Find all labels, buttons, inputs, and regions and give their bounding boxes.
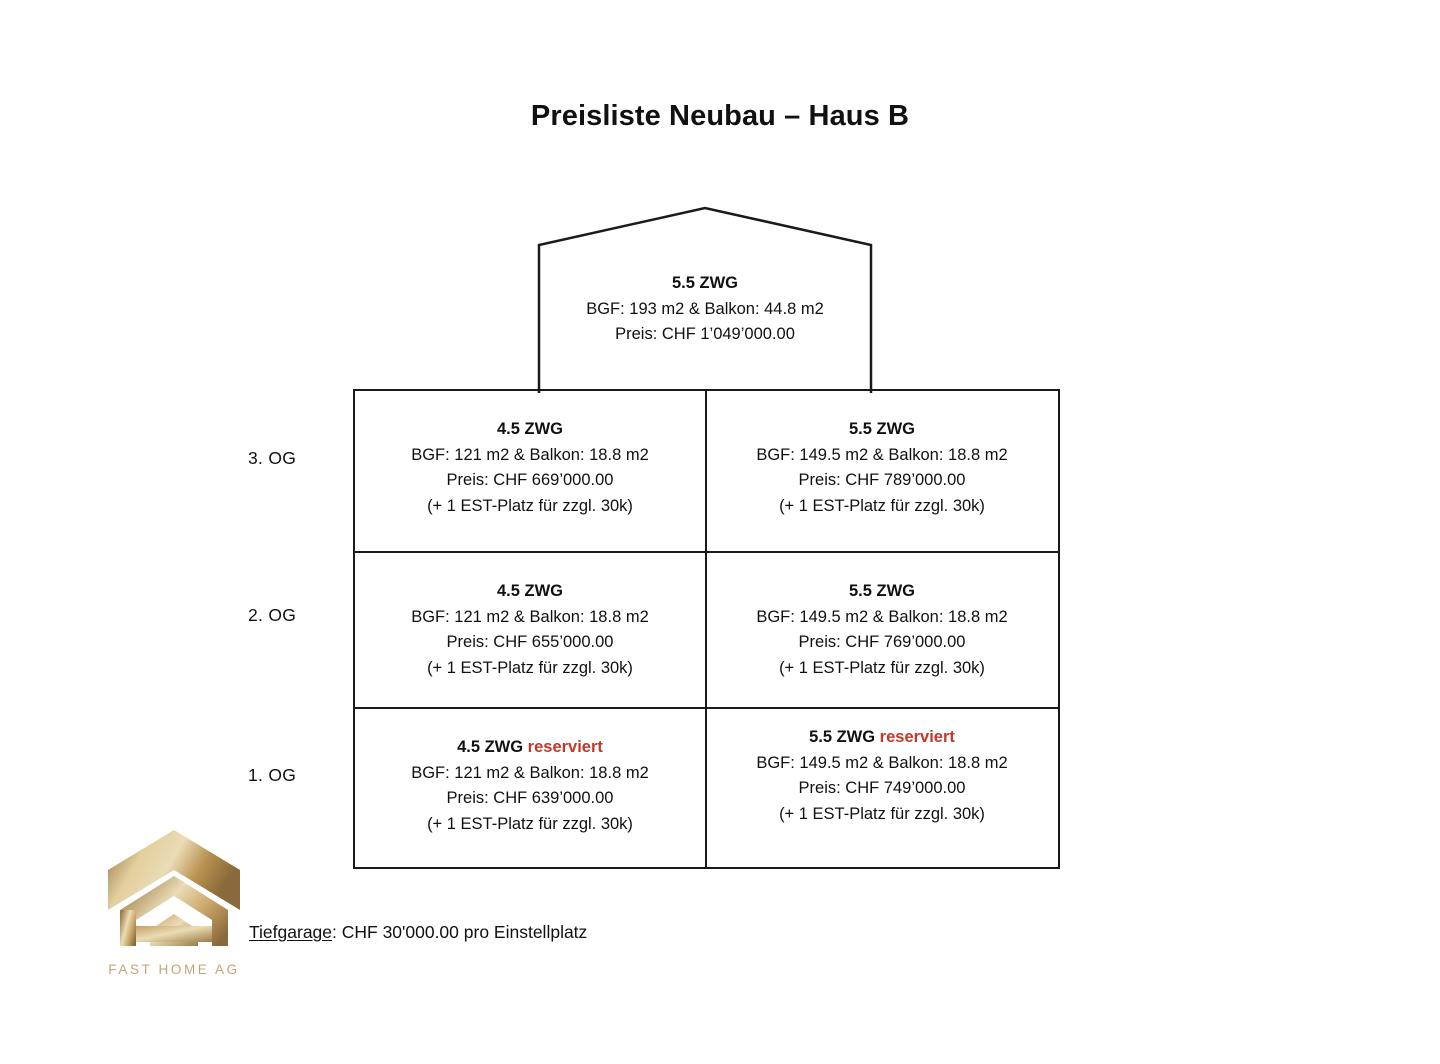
reserved-badge: reserviert [879, 728, 955, 746]
unit-area: BGF: 121 m2 & Balkon: 18.8 m2 [411, 763, 649, 782]
unit-price: Preis: CHF 749’000.00 [798, 779, 966, 797]
unit-area: BGF: 149.5 m2 & Balkon: 18.8 m2 [756, 607, 1008, 626]
garage-footnote-label: Tiefgarage [249, 922, 333, 942]
unit-parking-note: (+ 1 EST-Platz für zzgl. 30k) [779, 804, 985, 823]
unit-title-row: 5.5 ZWG [707, 579, 1057, 605]
floor-label-3og: 3. OG [248, 448, 297, 468]
logo-wordmark: FAST HOME AG [108, 962, 240, 977]
garage-footnote: Tiefgarage: CHF 30'000.00 pro Einstellpl… [249, 922, 587, 943]
unit-area: BGF: 149.5 m2 & Balkon: 18.8 m2 [756, 445, 1008, 464]
unit-title-row: 5.5 ZWG [707, 417, 1057, 443]
unit-price: Preis: CHF 639’000.00 [446, 789, 614, 807]
floor-label-1og: 1. OG [248, 765, 297, 785]
floor-row-3og: 4.5 ZWG BGF: 121 m2 & Balkon: 18.8 m2 Pr… [355, 391, 1058, 553]
attic-unit-text: 5.5 ZWG BGF: 193 m2 & Balkon: 44.8 m2 Pr… [536, 271, 874, 348]
unit-cell-3og-left[interactable]: 4.5 ZWG BGF: 121 m2 & Balkon: 18.8 m2 Pr… [355, 391, 707, 551]
unit-title: 5.5 ZWG [848, 582, 915, 600]
garage-footnote-value: : CHF 30'000.00 pro Einstellplatz [332, 922, 588, 942]
unit-price: Preis: CHF 669’000.00 [446, 471, 614, 489]
floor-row-2og: 4.5 ZWG BGF: 121 m2 & Balkon: 18.8 m2 Pr… [355, 553, 1058, 709]
floor-label-2og: 2. OG [248, 605, 297, 625]
attic-unit-price: Preis: CHF 1’049’000.00 [615, 325, 795, 343]
unit-parking-note: (+ 1 EST-Platz für zzgl. 30k) [779, 658, 985, 677]
unit-title-row: 5.5 ZWG reserviert [707, 725, 1057, 751]
company-logo: FAST HOME AG [104, 826, 244, 986]
attic-unit-title: 5.5 ZWG [671, 274, 738, 292]
unit-parking-note: (+ 1 EST-Platz für zzgl. 30k) [427, 814, 633, 833]
roof-outline-shape [537, 206, 873, 393]
attic-unit-area: BGF: 193 m2 & Balkon: 44.8 m2 [586, 299, 824, 318]
page-title: Preisliste Neubau – Haus B [530, 100, 910, 132]
unit-cell-2og-right[interactable]: 5.5 ZWG BGF: 149.5 m2 & Balkon: 18.8 m2 … [707, 553, 1057, 707]
unit-cell-1og-left[interactable]: 4.5 ZWG reserviert BGF: 121 m2 & Balkon:… [355, 709, 707, 868]
unit-price: Preis: CHF 789’000.00 [798, 471, 966, 489]
floor-row-1og: 4.5 ZWG reserviert BGF: 121 m2 & Balkon:… [355, 709, 1058, 868]
unit-area: BGF: 149.5 m2 & Balkon: 18.8 m2 [756, 753, 1008, 772]
unit-price: Preis: CHF 655’000.00 [446, 633, 614, 651]
unit-title: 4.5 ZWG [457, 738, 528, 756]
unit-cell-2og-left[interactable]: 4.5 ZWG BGF: 121 m2 & Balkon: 18.8 m2 Pr… [355, 553, 707, 707]
unit-area: BGF: 121 m2 & Balkon: 18.8 m2 [411, 607, 649, 626]
unit-title: 5.5 ZWG [809, 728, 880, 746]
reserved-badge: reserviert [527, 738, 603, 756]
unit-parking-note: (+ 1 EST-Platz für zzgl. 30k) [427, 496, 633, 515]
attic-unit-block: 5.5 ZWG BGF: 193 m2 & Balkon: 44.8 m2 Pr… [536, 203, 874, 393]
unit-title: 4.5 ZWG [496, 420, 563, 438]
house-monogram-icon [108, 830, 240, 946]
unit-area: BGF: 121 m2 & Balkon: 18.8 m2 [411, 445, 649, 464]
floor-grid: 4.5 ZWG BGF: 121 m2 & Balkon: 18.8 m2 Pr… [353, 389, 1060, 869]
unit-price: Preis: CHF 769’000.00 [798, 633, 966, 651]
unit-cell-3og-right[interactable]: 5.5 ZWG BGF: 149.5 m2 & Balkon: 18.8 m2 … [707, 391, 1057, 551]
unit-title-row: 4.5 ZWG [355, 417, 705, 443]
unit-cell-1og-right[interactable]: 5.5 ZWG reserviert BGF: 149.5 m2 & Balko… [707, 709, 1057, 868]
unit-parking-note: (+ 1 EST-Platz für zzgl. 30k) [779, 496, 985, 515]
unit-parking-note: (+ 1 EST-Platz für zzgl. 30k) [427, 658, 633, 677]
unit-title-row: 4.5 ZWG [355, 579, 705, 605]
unit-title: 4.5 ZWG [496, 582, 563, 600]
unit-title-row: 4.5 ZWG reserviert [355, 735, 705, 761]
unit-title: 5.5 ZWG [848, 420, 915, 438]
